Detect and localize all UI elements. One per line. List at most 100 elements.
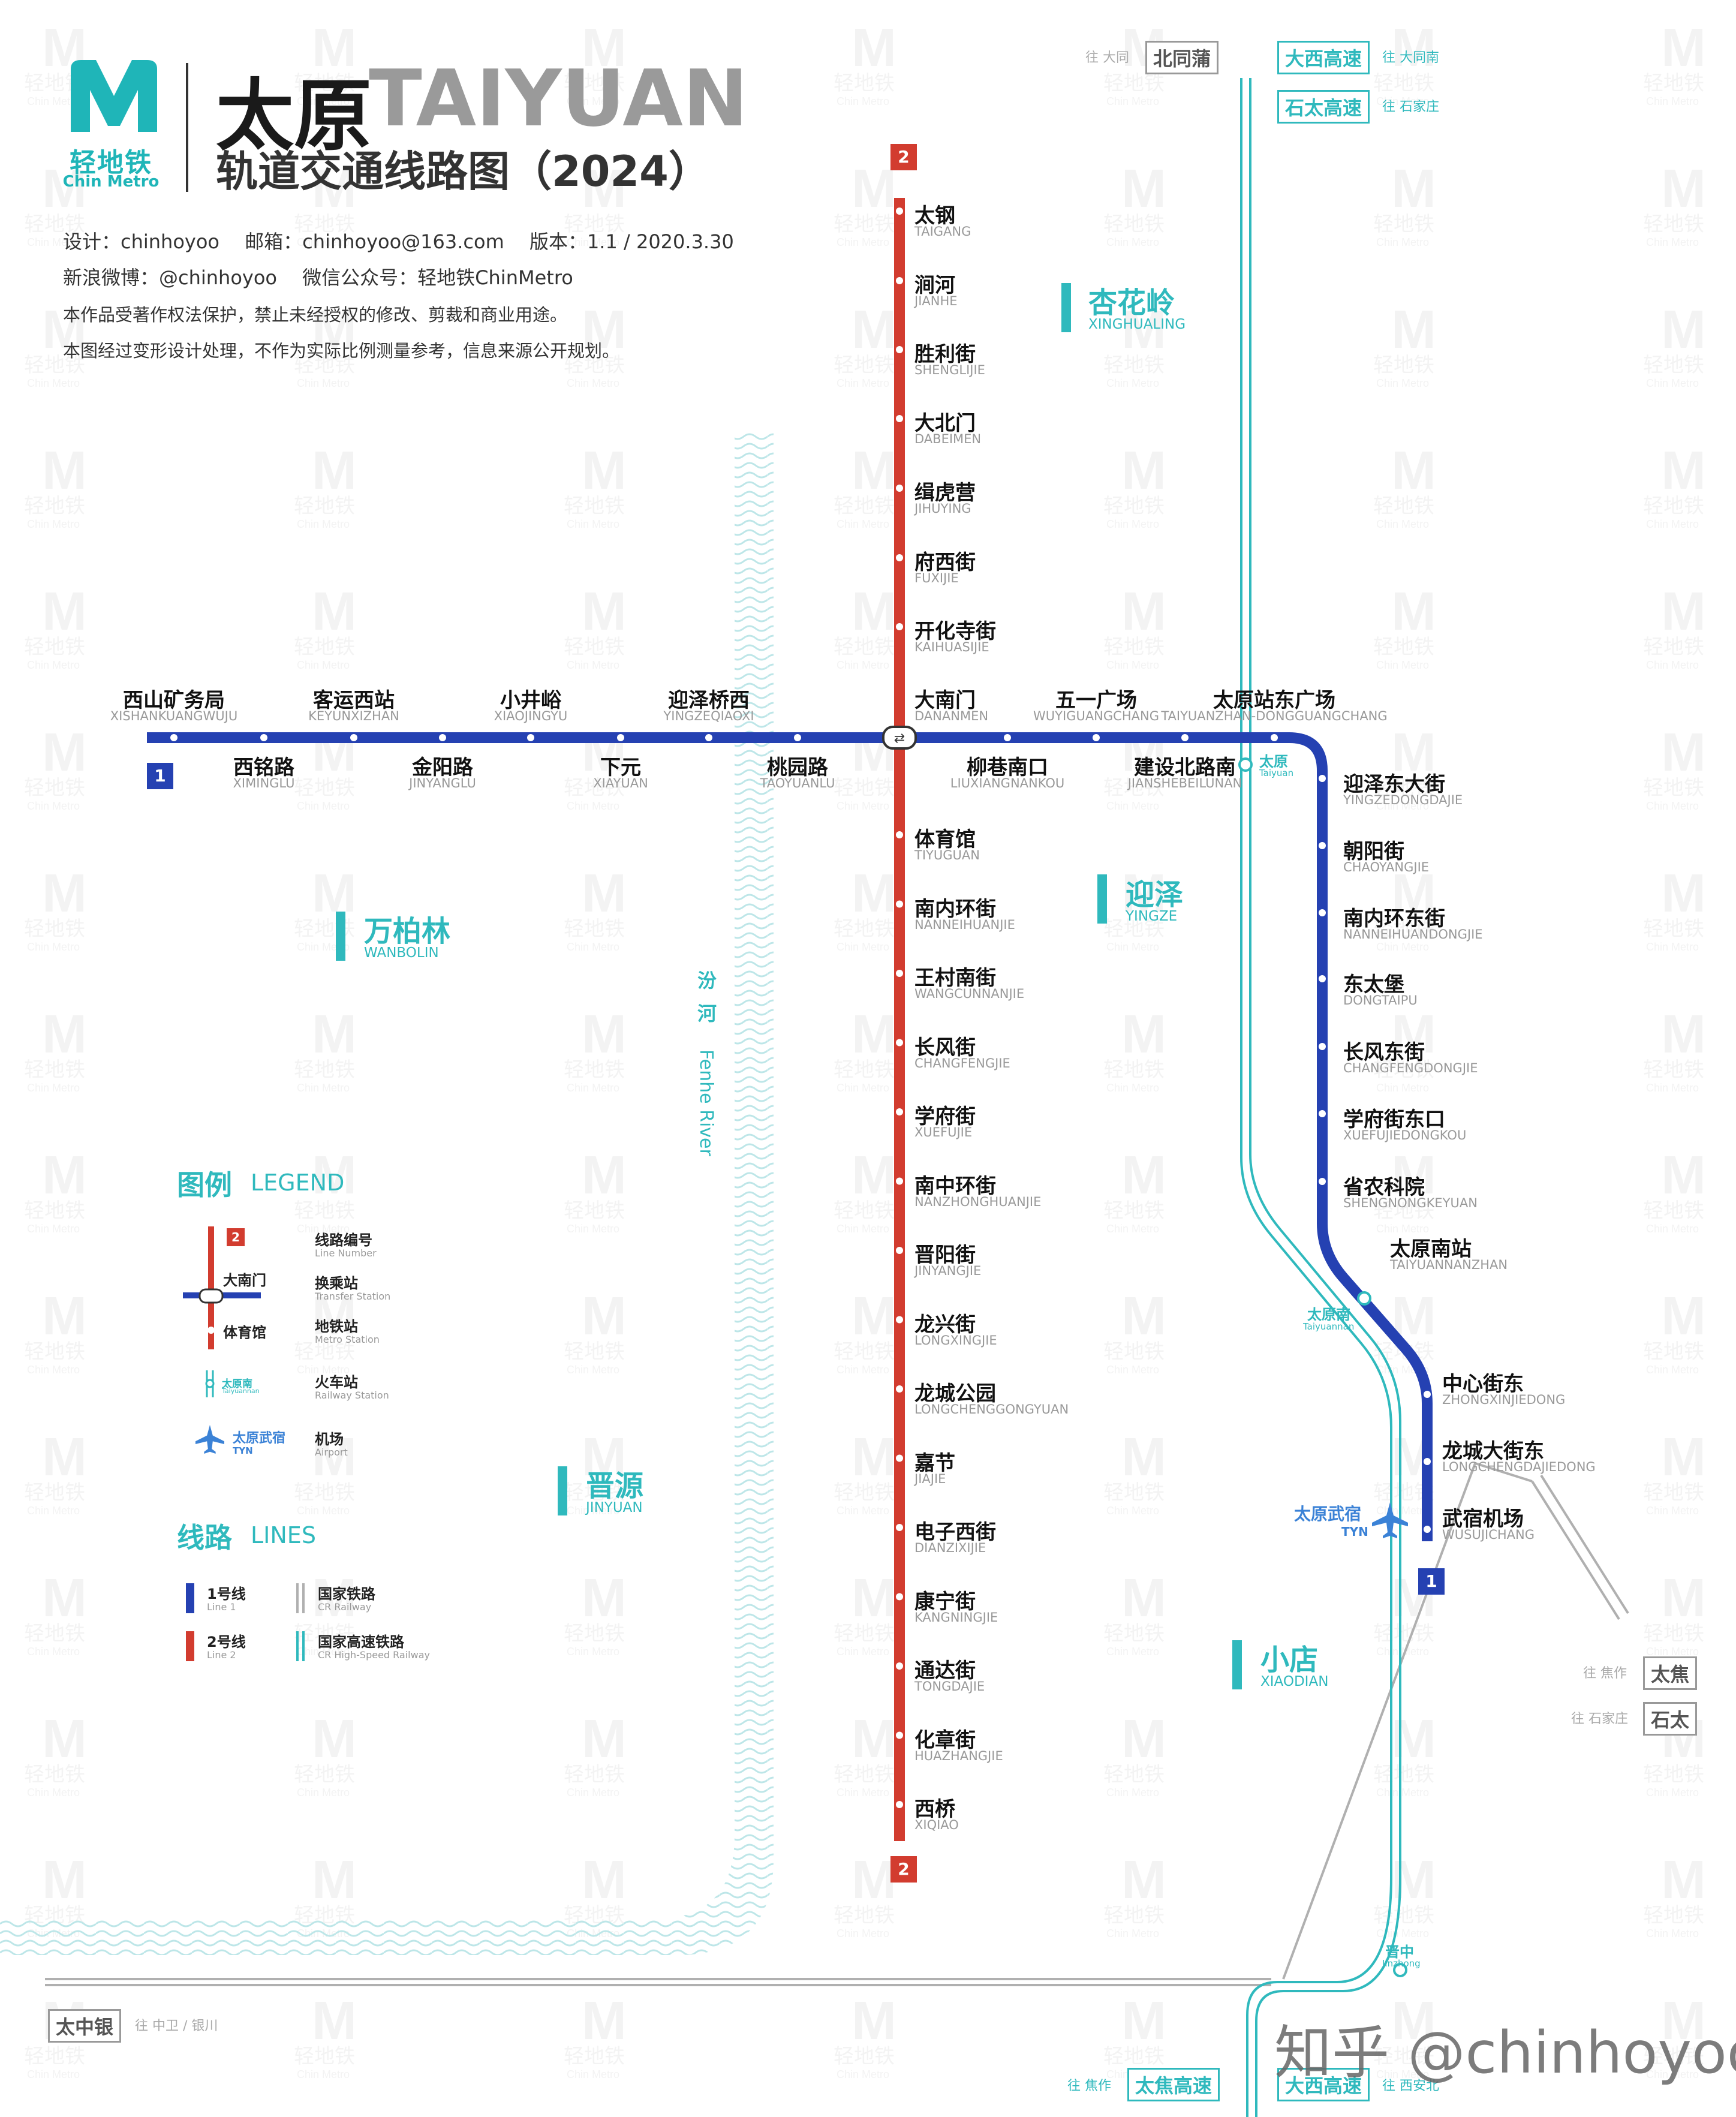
station-name[interactable]: 东太堡 [1343, 973, 1404, 997]
line2-station-dot[interactable] [896, 485, 903, 492]
station-name[interactable]: 化章街 [914, 1728, 976, 1752]
line1-station-dot[interactable] [1319, 909, 1326, 916]
station-name[interactable]: 迎泽东大街 [1343, 772, 1445, 796]
line2-station-dot[interactable] [896, 831, 903, 838]
station-name[interactable]: 晋阳街 [914, 1243, 976, 1267]
rail-station-jinzhong[interactable] [1393, 1963, 1407, 1977]
station-name[interactable]: 通达街 [914, 1659, 976, 1683]
line1-station-dot[interactable] [1319, 1043, 1326, 1050]
railway-beitongpu[interactable]: 北同蒲 [1145, 41, 1219, 74]
station-name[interactable]: 建设北路南 [1134, 756, 1236, 780]
station-name[interactable]: 涧河 [914, 273, 955, 297]
station-name[interactable]: 体育馆 [914, 828, 976, 852]
railway-taijiao[interactable]: 太焦 [1643, 1656, 1698, 1690]
railway-taizhongyin[interactable]: 太中银 [48, 2009, 122, 2043]
line1-station-dot[interactable] [1424, 1526, 1431, 1533]
line2-station-dot[interactable] [896, 346, 903, 353]
line2-station-dot[interactable] [896, 1247, 903, 1254]
hsr-daxi-north[interactable]: 大西高速 [1277, 41, 1370, 74]
line2-station-dot[interactable] [896, 1454, 903, 1462]
station-name[interactable]: 五一广场 [1055, 688, 1137, 712]
station-name[interactable]: 省农科院 [1343, 1175, 1425, 1199]
line2-station-dot[interactable] [896, 1662, 903, 1670]
station-name[interactable]: 中心街东 [1442, 1372, 1524, 1396]
line2-station-dot[interactable] [896, 1108, 903, 1115]
line1-station-dot[interactable] [705, 734, 712, 741]
station-name[interactable]: 南内环街 [914, 897, 996, 921]
transfer-station-danan[interactable]: ⇄ [882, 726, 917, 750]
station-name[interactable]: 龙城公园 [914, 1382, 996, 1406]
station-name[interactable]: 嘉节 [914, 1451, 955, 1475]
station-name[interactable]: 学府街 [914, 1105, 976, 1129]
line1-station-dot[interactable] [527, 734, 534, 741]
line1-station-dot[interactable] [260, 734, 267, 741]
station-name[interactable]: 开化寺街 [914, 620, 996, 643]
line2-station-dot[interactable] [896, 900, 903, 908]
line1-badge-east[interactable]: 1 [1418, 1568, 1445, 1595]
station-name[interactable]: 太原南站 [1390, 1237, 1472, 1261]
line1-station-dot[interactable] [1319, 975, 1326, 982]
station-name[interactable]: 金阳路 [412, 756, 473, 780]
line2-station-dot[interactable] [896, 415, 903, 422]
line2-badge-south[interactable]: 2 [890, 1856, 917, 1883]
hsr-daxi-south[interactable]: 大西高速 [1277, 2068, 1370, 2101]
station-name[interactable]: 西铭路 [233, 756, 294, 780]
station-name[interactable]: 龙城大街东 [1442, 1439, 1544, 1463]
station-name[interactable]: 太钢 [914, 204, 955, 228]
line1-station-dot[interactable] [1319, 775, 1326, 782]
station-name[interactable]: 学府街东口 [1343, 1108, 1445, 1132]
station-name[interactable]: 大北门 [914, 411, 976, 435]
station-name[interactable]: 胜利街 [914, 342, 976, 366]
line2-station-dot[interactable] [896, 208, 903, 215]
station-name[interactable]: 迎泽桥西 [668, 688, 750, 712]
line2-station-dot[interactable] [896, 623, 903, 630]
station-name[interactable]: 南内环东街 [1343, 907, 1445, 931]
station-name[interactable]: 下元 [600, 756, 641, 780]
line2-badge-north[interactable]: 2 [890, 144, 917, 170]
station-name[interactable]: 府西街 [914, 551, 976, 575]
station-name[interactable]: 西桥 [914, 1797, 955, 1821]
line2-station-dot[interactable] [896, 1316, 903, 1324]
line1-badge-west[interactable]: 1 [147, 763, 173, 789]
station-name[interactable]: 南中环街 [914, 1174, 996, 1198]
airport-plane-icon[interactable] [1372, 1502, 1408, 1538]
line1-station-dot[interactable] [1271, 734, 1278, 741]
line1-station-dot[interactable] [1424, 1458, 1431, 1465]
line1-station-dot[interactable] [1004, 734, 1011, 741]
station-name[interactable]: 长风东街 [1343, 1041, 1425, 1064]
line1-station-dot[interactable] [350, 734, 357, 741]
line2-station-dot[interactable] [896, 1801, 903, 1808]
station-name[interactable]: 客运西站 [313, 688, 395, 712]
line2-station-dot[interactable] [896, 1177, 903, 1185]
hsr-taijiao[interactable]: 太焦高速 [1127, 2068, 1220, 2101]
rail-station-taiyuan[interactable] [1238, 757, 1253, 772]
line1-station-dot[interactable] [1093, 734, 1100, 741]
station-name[interactable]: 柳巷南口 [967, 756, 1048, 780]
line2-station-dot[interactable] [896, 554, 903, 561]
station-name[interactable]: 缉虎营 [914, 481, 976, 505]
line1-station-dot[interactable] [1319, 842, 1326, 849]
station-name[interactable]: 电子西街 [914, 1520, 996, 1544]
line2-station-dot[interactable] [896, 277, 903, 284]
station-name[interactable]: 桃园路 [767, 756, 828, 780]
line1-station-dot[interactable] [1319, 1110, 1326, 1117]
line2-station-dot[interactable] [896, 1731, 903, 1739]
station-name[interactable]: 龙兴街 [914, 1312, 976, 1337]
station-name[interactable]: 大南门 [914, 688, 976, 712]
station-name[interactable]: 小井峪 [500, 688, 561, 712]
rail-station-taiyuannan[interactable] [1357, 1291, 1371, 1306]
line1-station-dot[interactable] [439, 734, 446, 741]
station-name[interactable]: 长风街 [914, 1035, 976, 1060]
line2-station-dot[interactable] [896, 1385, 903, 1393]
station-name[interactable]: 武宿机场 [1442, 1507, 1524, 1531]
station-name[interactable]: 西山矿务局 [123, 688, 225, 712]
line1-station-dot[interactable] [1424, 1391, 1431, 1398]
line2-station-dot[interactable] [896, 1524, 903, 1531]
station-name[interactable]: 太原站东广场 [1213, 688, 1335, 712]
line2-station-dot[interactable] [896, 970, 903, 977]
line1-station-dot[interactable] [617, 734, 624, 741]
station-name[interactable]: 康宁街 [914, 1589, 976, 1614]
line2-station-dot[interactable] [896, 1593, 903, 1601]
station-name[interactable]: 王村南街 [914, 966, 996, 990]
hsr-shitai[interactable]: 石太高速 [1277, 90, 1370, 124]
